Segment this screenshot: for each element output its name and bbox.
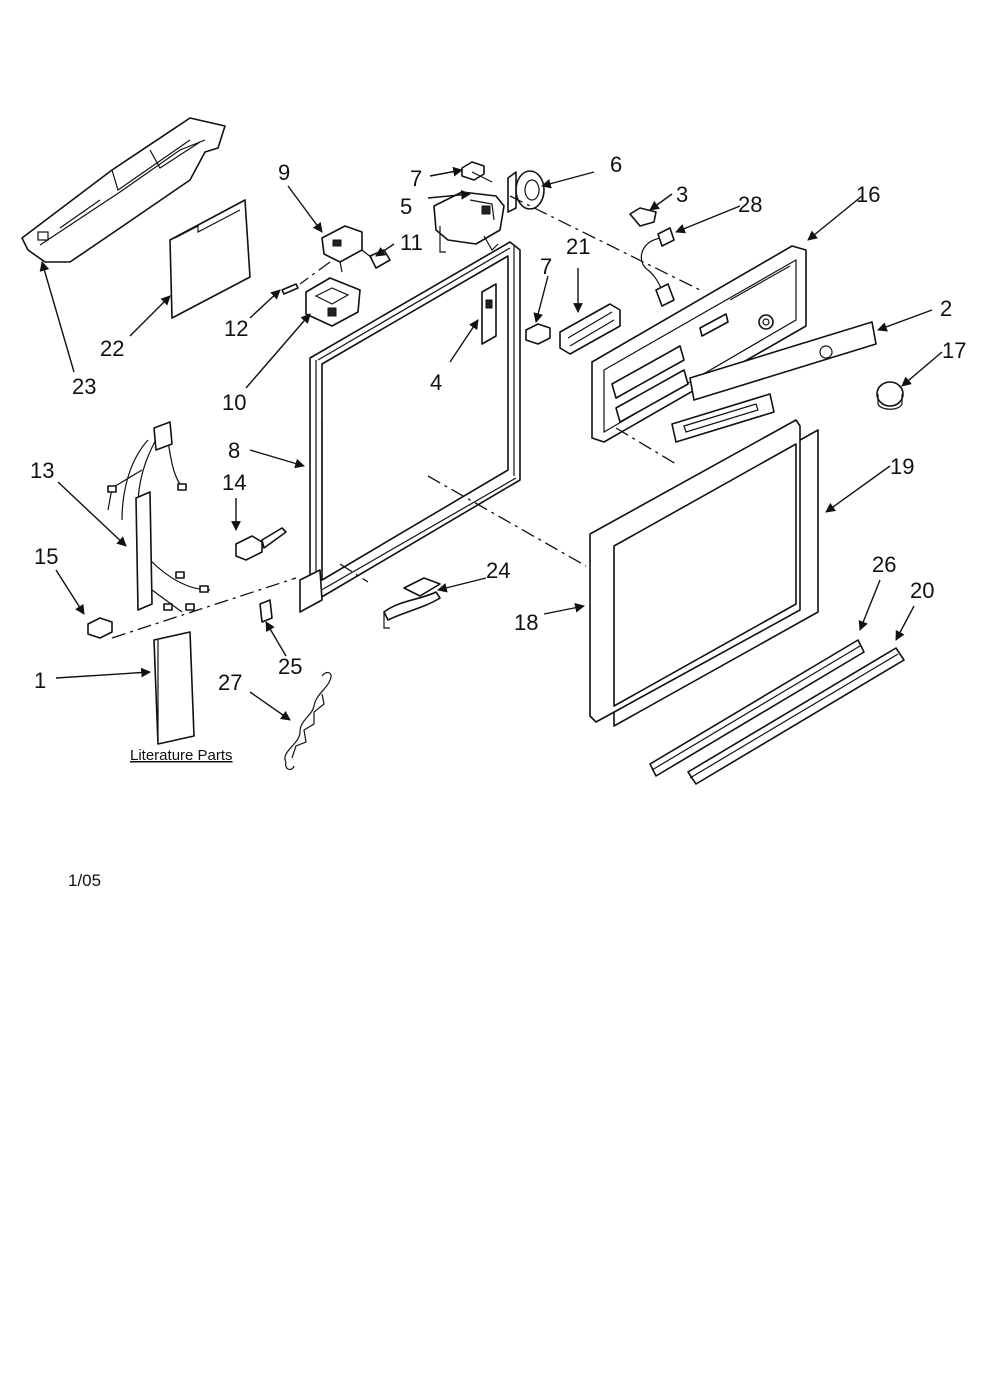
part-17-knob [876, 381, 904, 410]
part-overlay-lower [671, 393, 775, 443]
callout-26: 26 [872, 552, 896, 577]
callout-4: 4 [430, 370, 442, 395]
callout-7-mid: 7 [540, 254, 552, 279]
literature-parts-label: Literature Parts [130, 747, 233, 764]
callout-labels: 1 2 3 4 5 6 7 7 8 9 10 11 12 13 14 15 16… [30, 152, 966, 695]
callout-19: 19 [890, 454, 914, 479]
callout-3: 3 [676, 182, 688, 207]
callout-5: 5 [400, 194, 412, 219]
leader-arrows [39, 166, 943, 721]
part-24-clip [383, 577, 441, 629]
callout-22: 22 [100, 336, 124, 361]
callout-1: 1 [34, 668, 46, 693]
assembly-lines [111, 195, 701, 639]
callout-25: 25 [278, 654, 302, 679]
part-4-strike [481, 283, 497, 345]
part-26-trim [649, 639, 865, 777]
date-code: 1/05 [68, 871, 101, 890]
part-15-screw [87, 617, 113, 639]
callout-18: 18 [514, 610, 538, 635]
part-7-screw-mid [525, 323, 551, 345]
callout-9: 9 [278, 160, 290, 185]
part-2-overlay [689, 321, 877, 401]
callout-16: 16 [856, 182, 880, 207]
part-27-spring [284, 671, 332, 771]
callout-20: 20 [910, 578, 934, 603]
callout-6: 6 [610, 152, 622, 177]
part-10-bracket [305, 277, 361, 327]
callout-21: 21 [566, 234, 590, 259]
callout-11: 11 [400, 230, 423, 255]
callout-28: 28 [738, 192, 762, 217]
callout-27: 27 [218, 670, 242, 695]
callout-17: 17 [942, 338, 966, 363]
part-18-door-panel [589, 419, 801, 723]
part-9-latch [321, 225, 363, 273]
part-7-screw-top [461, 161, 493, 183]
part-3-screw [629, 207, 657, 227]
callout-13: 13 [30, 458, 54, 483]
part-23-housing [21, 117, 226, 263]
part-6-cam [507, 170, 545, 213]
part-13-harness [107, 421, 211, 613]
callout-8: 8 [228, 438, 240, 463]
callout-7-top: 7 [410, 166, 422, 191]
part-16-console [591, 245, 807, 443]
part-12-pin [281, 283, 299, 295]
callout-14: 14 [222, 470, 246, 495]
part-5-latch-assembly [433, 191, 505, 253]
part-20-trim [687, 647, 905, 785]
callout-2: 2 [940, 296, 952, 321]
part-1-literature [153, 631, 195, 745]
part-28-wire [640, 227, 675, 307]
callout-12: 12 [224, 316, 248, 341]
callout-15: 15 [34, 544, 58, 569]
part-14-thermostat [235, 527, 287, 561]
part-11-switch [361, 249, 391, 269]
callout-10: 10 [222, 390, 246, 415]
callout-24: 24 [486, 558, 510, 583]
part-25-clip [259, 599, 273, 623]
part-21-switch-bar [559, 303, 621, 355]
part-22-panel [169, 199, 251, 319]
callout-23: 23 [72, 374, 96, 399]
part-8-door-frame [299, 241, 521, 613]
